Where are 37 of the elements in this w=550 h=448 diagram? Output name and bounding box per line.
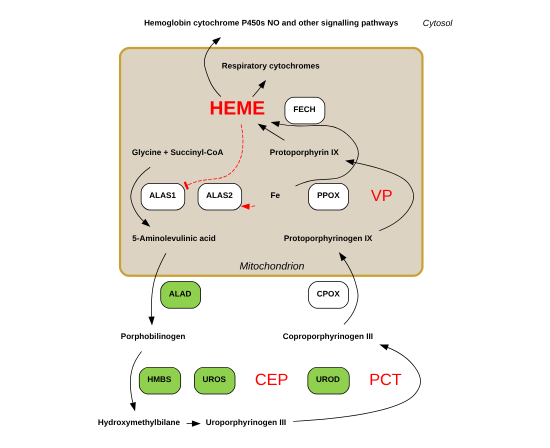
node-text: HEME (209, 98, 265, 120)
node-text: Respiratory cytochromes (221, 62, 320, 71)
node-text: 5-Aminolevulinic acid (132, 234, 216, 243)
node-box: ALAS1 (140, 182, 185, 210)
node-box: ALAD (160, 281, 200, 309)
node-box: FECH (284, 96, 325, 124)
node-text: Uroporphyrinogen III (205, 418, 286, 427)
arrow (148, 252, 166, 326)
arrow (292, 344, 420, 422)
node-text: Hydroxymethylbilane (97, 418, 180, 427)
arrow (270, 121, 358, 186)
node-text: Protoporphyrin IX (269, 148, 338, 158)
label: CEP (254, 370, 288, 389)
node-text: Coproporphyrinogen III (282, 332, 372, 342)
arrow (240, 204, 255, 210)
node-box: PPOX (308, 182, 348, 210)
arrow (257, 124, 284, 141)
arrow (252, 80, 266, 98)
label: PCT (368, 370, 402, 389)
node-box: CPOX (308, 281, 348, 309)
arrow (338, 252, 358, 325)
label: VP (370, 186, 392, 205)
node-box: ALAS2 (197, 182, 242, 210)
node-text: Fe (270, 190, 280, 200)
arrow (130, 166, 150, 227)
label: Cytosol (422, 18, 452, 28)
node-text: Protoporphyrinogen IX (283, 234, 372, 243)
node-box: UROS (193, 367, 235, 394)
node-text: Hemoglobin cytochrome P450s NO and other signalling pathways (144, 18, 398, 28)
arrow (204, 37, 221, 97)
arrow (129, 351, 142, 412)
node-box: UROD (306, 367, 350, 394)
arrow (344, 159, 414, 232)
node-text: Porphobilinogen (120, 332, 185, 342)
node-box: HMBS (138, 367, 181, 394)
node-text: Glycine + Succinyl-CoA (131, 148, 223, 158)
connector (183, 124, 243, 190)
